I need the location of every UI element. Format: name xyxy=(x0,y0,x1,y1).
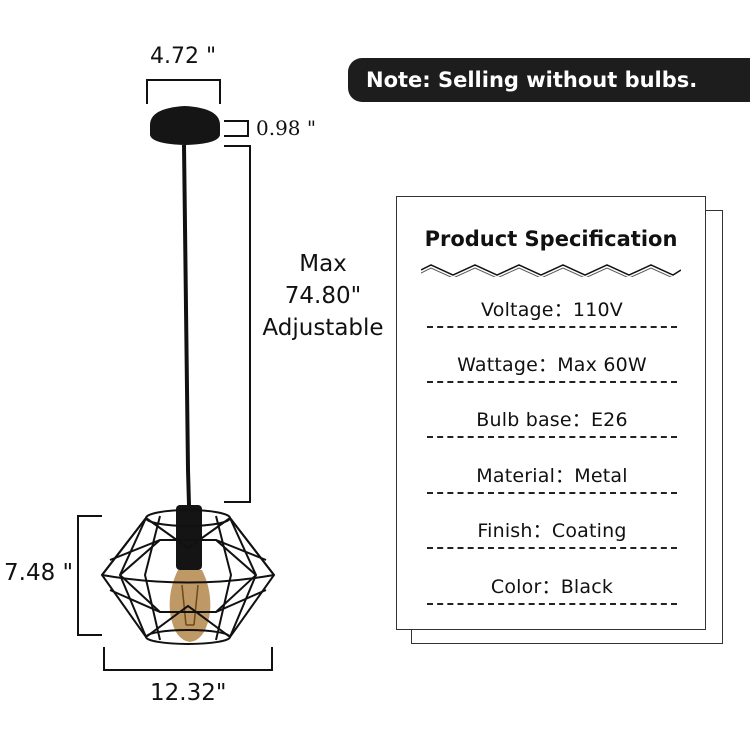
spec-divider xyxy=(427,492,677,494)
spec-bulb-base: Bulb base：E26 xyxy=(476,409,628,431)
canopy-height-label: 0.98 " xyxy=(256,116,317,140)
spec-finish: Finish：Coating xyxy=(477,520,627,542)
cord xyxy=(182,144,191,506)
shade-height-bracket xyxy=(77,515,102,636)
shade-width-bracket xyxy=(103,647,273,671)
canopy-height-bracket xyxy=(224,120,249,137)
spec-divider xyxy=(427,381,677,383)
spec-row-voltage: Voltage：110V xyxy=(427,295,677,351)
shade-height-label: 7.48 " xyxy=(4,560,74,586)
cord-length-label: Max 74.80" Adjustable xyxy=(258,248,388,344)
edison-bulb xyxy=(169,570,211,642)
spec-divider xyxy=(427,547,677,549)
spec-divider xyxy=(427,326,677,328)
spec-row-material: Material：Metal xyxy=(427,461,677,517)
spec-material: Material：Metal xyxy=(476,465,628,487)
spec-row-bulb-base: Bulb base：E26 xyxy=(427,405,677,461)
spec-divider xyxy=(427,603,677,605)
spec-row-finish: Finish：Coating xyxy=(427,516,677,572)
spec-color: Color：Black xyxy=(490,576,614,598)
note-banner: Note: Selling without bulbs. xyxy=(348,58,750,102)
shade-width-label: 12.32" xyxy=(150,680,227,706)
cord-length-line3: Adjustable xyxy=(262,315,384,341)
spec-row-color: Color：Black xyxy=(427,572,677,628)
spec-card: Product Specification Voltage：110V Watta… xyxy=(396,196,706,630)
canopy xyxy=(150,106,220,145)
cord-length-line2: 74.80" xyxy=(284,283,362,309)
spec-row-wattage: Wattage：Max 60W xyxy=(427,350,677,406)
spec-voltage: Voltage：110V xyxy=(481,299,623,321)
decorative-wave-divider xyxy=(421,264,681,277)
canopy-width-bracket xyxy=(146,79,221,104)
cord-length-bracket xyxy=(224,145,251,503)
canopy-width-label: 4.72 " xyxy=(150,44,217,69)
spec-wattage: Wattage：Max 60W xyxy=(457,354,647,376)
spec-divider xyxy=(427,436,677,438)
socket xyxy=(176,505,202,570)
cord-length-line1: Max xyxy=(299,251,347,277)
wire-cage xyxy=(100,509,276,645)
spec-title: Product Specification xyxy=(424,227,678,251)
